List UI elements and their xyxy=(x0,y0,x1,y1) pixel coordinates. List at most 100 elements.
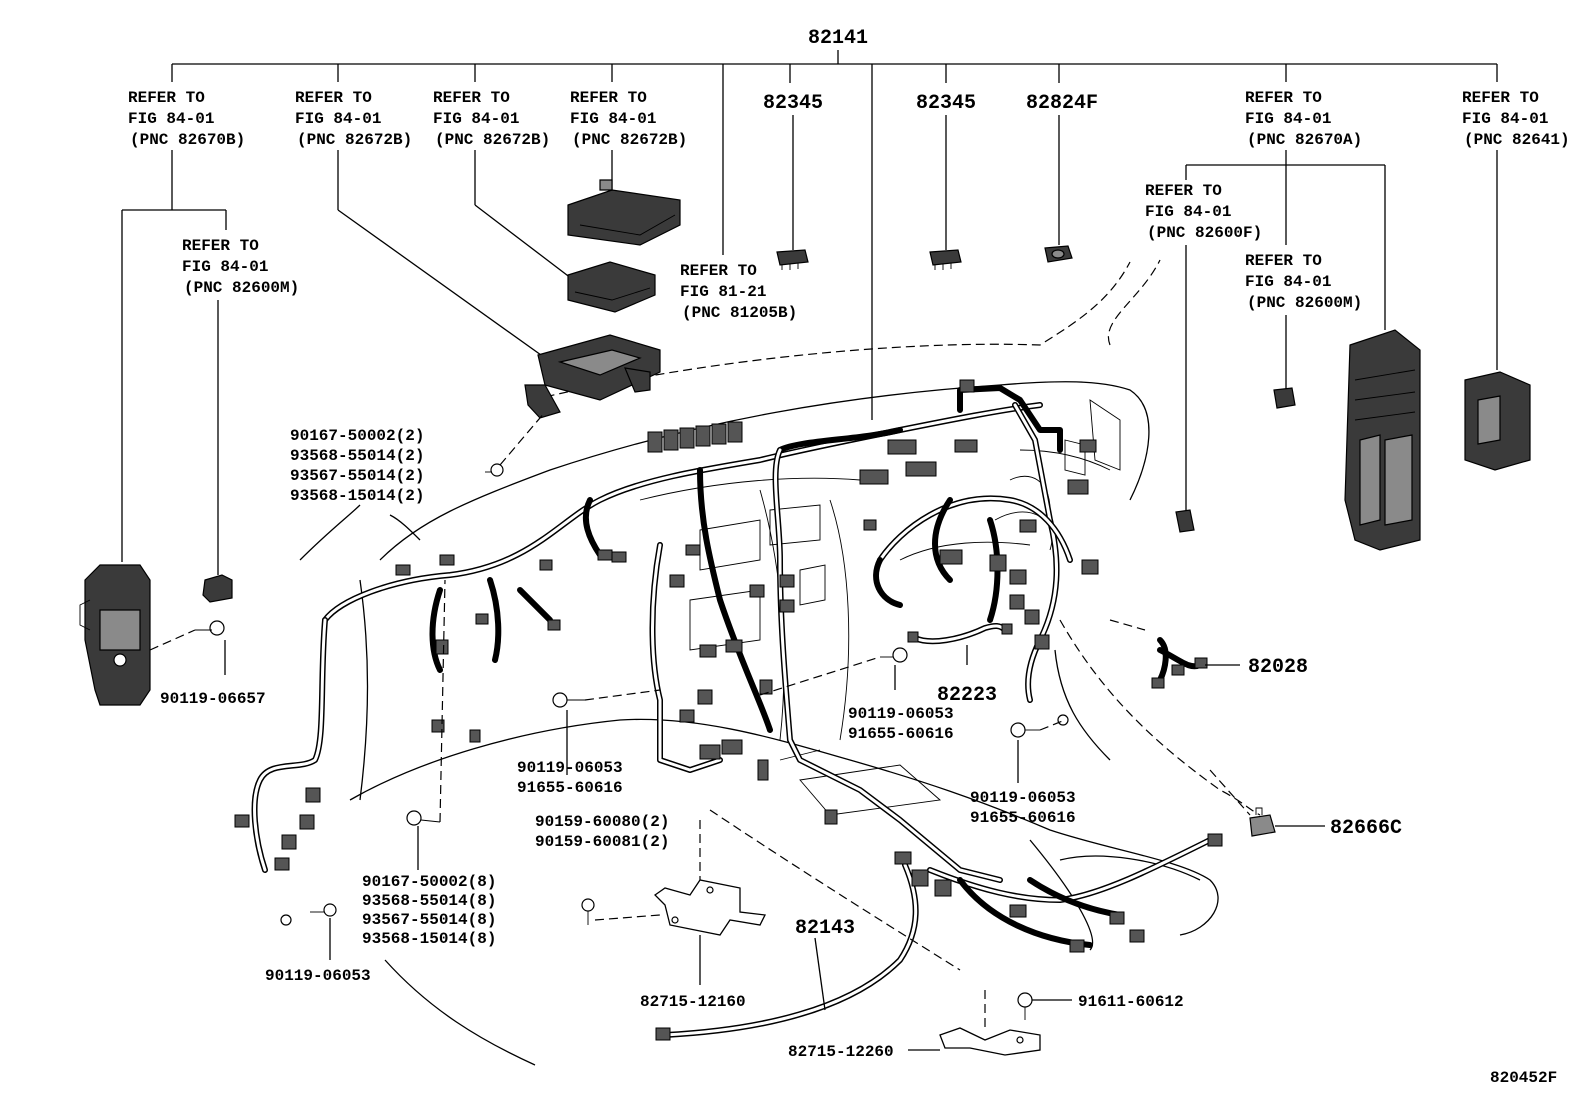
leader-82670a xyxy=(1185,150,1386,330)
screw-90159 xyxy=(581,898,595,925)
svg-text:93568-15014(8): 93568-15014(8) xyxy=(362,930,496,948)
dashed-fastener-leaders xyxy=(149,411,1251,1030)
svg-text:FIG 84-01: FIG 84-01 xyxy=(1245,273,1331,291)
svg-text:93567-55014(2): 93567-55014(2) xyxy=(290,467,424,485)
top-leader-bracket xyxy=(171,50,1498,420)
svg-text:93567-55014(8): 93567-55014(8) xyxy=(362,911,496,929)
label-leaders xyxy=(224,640,1325,1051)
svg-text:REFER TO: REFER TO xyxy=(1245,252,1322,270)
svg-text:REFER TO: REFER TO xyxy=(1462,89,1539,107)
svg-text:(PNC 82600M): (PNC 82600M) xyxy=(1247,294,1362,312)
bolt-90119-06657 xyxy=(195,620,225,636)
connector-82345-b xyxy=(929,249,962,270)
label-82345-a: 82345 xyxy=(763,92,823,115)
relay-block-82672b-b xyxy=(567,261,656,313)
figure-id: 820452F xyxy=(1490,1069,1557,1087)
label-ref-82600m-right: REFER TO FIG 84-01 (PNC 82600M) xyxy=(1245,252,1362,312)
svg-text:(PNC 82672B): (PNC 82672B) xyxy=(572,131,687,149)
connector-82600m-right xyxy=(1273,387,1296,409)
label-ref-82600f: REFER TO FIG 84-01 (PNC 82600F) xyxy=(1145,182,1262,242)
label-82223: 82223 xyxy=(937,684,997,707)
svg-text:(PNC 81205B): (PNC 81205B) xyxy=(682,304,797,322)
svg-text:91655-60616: 91655-60616 xyxy=(517,779,623,797)
svg-text:93568-55014(2): 93568-55014(2) xyxy=(290,447,424,465)
svg-text:(PNC 82670B): (PNC 82670B) xyxy=(130,131,245,149)
svg-text:(PNC 82641): (PNC 82641) xyxy=(1464,131,1570,149)
label-ref-82672b-c: REFER TO FIG 84-01 (PNC 82672B) xyxy=(570,89,687,149)
label-82824f: 82824F xyxy=(1026,92,1098,115)
svg-text:(PNC 82600M): (PNC 82600M) xyxy=(184,279,299,297)
module-82641 xyxy=(1464,371,1531,471)
svg-text:91655-60616: 91655-60616 xyxy=(848,725,954,743)
svg-text:93568-15014(2): 93568-15014(2) xyxy=(290,487,424,505)
svg-text:90159-60081(2): 90159-60081(2) xyxy=(535,833,669,851)
label-82141: 82141 xyxy=(808,27,868,50)
label-90119-06657: 90119-06657 xyxy=(160,690,266,708)
leader-82672b-a2 xyxy=(337,209,556,366)
bolt-bottom-left xyxy=(280,903,337,926)
bolt-top-fastener xyxy=(485,463,504,477)
leader-82670b xyxy=(121,150,227,575)
svg-text:REFER TO: REFER TO xyxy=(128,89,205,107)
label-fastener-group-bottom: 90167-50002(8) 93568-55014(8) 93567-5501… xyxy=(362,873,496,948)
svg-text:REFER TO: REFER TO xyxy=(295,89,372,107)
svg-text:REFER TO: REFER TO xyxy=(570,89,647,107)
svg-text:REFER TO: REFER TO xyxy=(1245,89,1322,107)
label-91611-60612: 91611-60612 xyxy=(1078,993,1184,1011)
bolt-center xyxy=(880,647,908,663)
svg-text:(PNC 82672B): (PNC 82672B) xyxy=(435,131,550,149)
svg-text:REFER TO: REFER TO xyxy=(433,89,510,107)
label-82666c: 82666C xyxy=(1330,817,1402,840)
svg-text:90167-50002(8): 90167-50002(8) xyxy=(362,873,496,891)
connector-82666c xyxy=(1249,807,1276,837)
bracket-82715-12260 xyxy=(939,1027,1041,1056)
svg-text:FIG 84-01: FIG 84-01 xyxy=(1245,110,1331,128)
svg-text:90167-50002(2): 90167-50002(2) xyxy=(290,427,424,445)
label-82028: 82028 xyxy=(1248,656,1308,679)
svg-text:91655-60616: 91655-60616 xyxy=(970,809,1076,827)
connector-82824f xyxy=(1044,245,1073,263)
svg-text:FIG 84-01: FIG 84-01 xyxy=(1145,203,1231,221)
label-screw-pair: 90159-60080(2) 90159-60081(2) xyxy=(535,813,669,851)
svg-text:REFER TO: REFER TO xyxy=(182,237,259,255)
connector-82600m-left xyxy=(202,574,233,603)
junction-block-82672b-a xyxy=(524,334,661,419)
connector-82345-a xyxy=(776,249,809,270)
svg-text:90119-06053: 90119-06053 xyxy=(517,759,623,777)
label-90119-06053-bottom: 90119-06053 xyxy=(265,967,371,985)
svg-text:FIG 84-01: FIG 84-01 xyxy=(295,110,381,128)
svg-text:REFER TO: REFER TO xyxy=(680,262,757,280)
label-ref-82672b-b: REFER TO FIG 84-01 (PNC 82672B) xyxy=(433,89,550,149)
svg-text:93568-55014(8): 93568-55014(8) xyxy=(362,892,496,910)
module-82670a xyxy=(1344,329,1421,551)
label-bolt-right: 90119-06053 91655-60616 xyxy=(970,789,1076,827)
relay-block-82672b-c xyxy=(567,179,681,246)
svg-text:90119-06053: 90119-06053 xyxy=(970,789,1076,807)
svg-text:FIG 84-01: FIG 84-01 xyxy=(128,110,214,128)
bolt-91611 xyxy=(1017,992,1033,1020)
module-82670b xyxy=(79,564,151,706)
label-ref-82672b-a: REFER TO FIG 84-01 (PNC 82672B) xyxy=(295,89,412,149)
label-ref-82670a: REFER TO FIG 84-01 (PNC 82670A) xyxy=(1245,89,1362,149)
label-ref-82641: REFER TO FIG 84-01 (PNC 82641) xyxy=(1462,89,1570,149)
harness-connectors xyxy=(234,379,1145,953)
bolt-bottom-group xyxy=(406,810,441,826)
label-ref-82670b: REFER TO FIG 84-01 (PNC 82670B) xyxy=(128,89,245,149)
main-harness-82141 xyxy=(251,385,1073,883)
label-ref-82600m-left: REFER TO FIG 84-01 (PNC 82600M) xyxy=(182,237,299,297)
harness-82028 xyxy=(1151,637,1208,689)
svg-text:FIG 84-01: FIG 84-01 xyxy=(182,258,268,276)
label-bolt-mid-left: 90119-06053 91655-60616 xyxy=(517,759,623,797)
svg-text:(PNC 82672B): (PNC 82672B) xyxy=(297,131,412,149)
label-82143: 82143 xyxy=(795,917,855,940)
leader-82672b-b2 xyxy=(474,204,581,286)
label-82715-12260: 82715-12260 xyxy=(788,1043,894,1061)
svg-text:FIG 81-21: FIG 81-21 xyxy=(680,283,766,301)
harness-82223 xyxy=(907,622,1013,645)
svg-text:90119-06053: 90119-06053 xyxy=(848,705,954,723)
svg-text:FIG 84-01: FIG 84-01 xyxy=(433,110,519,128)
bracket-82715-12160 xyxy=(653,879,766,936)
bolt-right xyxy=(1010,714,1069,738)
svg-text:90159-60080(2): 90159-60080(2) xyxy=(535,813,669,831)
